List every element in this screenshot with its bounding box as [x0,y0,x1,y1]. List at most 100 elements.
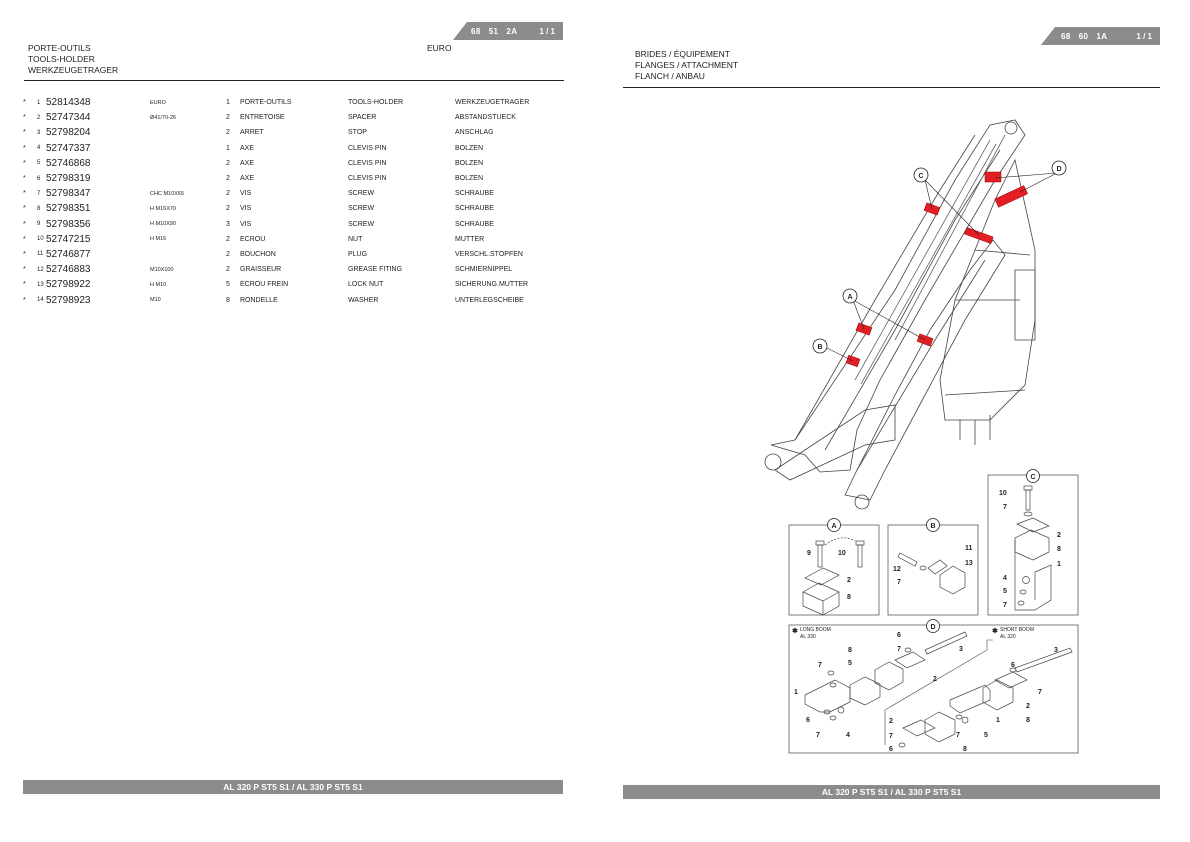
part-number: 2 [847,577,851,584]
part-en-cell: SPACER [348,114,377,122]
part-idx-cell: 12 [37,266,44,273]
code-part: 68 [1061,31,1071,41]
long-boom-title: LONG BOOM [800,627,831,633]
part-number: 10 [999,490,1007,497]
part-qty-cell: 2 [226,175,230,183]
part-spec-cell: H M16 [150,236,167,243]
part-fr-cell: GRAISSEUR [240,266,282,274]
asterisk-icon: * [23,281,26,289]
part-number: 1 [794,689,798,696]
detail-b: B 11 13 12 7 [887,518,979,616]
code-part: 2A [506,26,518,36]
part-fr-cell: BOUCHON [240,250,276,258]
part-number: 7 [897,579,901,586]
part-spec-cell: H M10 [150,281,167,288]
part-number: 4 [1003,575,1007,582]
callout-c: C [913,167,929,183]
part-qty-cell: 2 [226,129,230,137]
asterisk-icon: * [23,220,26,228]
part-ref-cell: 52798356 [46,218,91,230]
part-spec-cell: Ø41/70-26 [150,114,176,121]
asterisk-icon: ✱ [992,627,998,635]
callout-label: A [831,523,836,530]
part-number: 10 [838,550,846,557]
part-fr-cell: VIS [240,220,252,228]
part-number: 7 [956,732,960,739]
part-en-cell: WASHER [348,296,379,304]
callout-d: D [1051,160,1067,176]
part-idx-cell: 10 [37,236,44,243]
part-de-cell: ABSTANDSTUECK [455,114,516,122]
part-ref-cell: 52747215 [46,233,91,245]
part-number: 2 [1057,532,1061,539]
part-qty-cell: 2 [226,250,230,258]
part-number: 2 [933,676,937,683]
part-idx-cell: 7 [37,190,41,197]
part-de-cell: ANSCHLAG [455,129,494,137]
part-fr-cell: AXE [240,175,255,183]
part-en-cell: NUT [348,235,363,243]
part-en-cell: STOP [348,129,367,137]
callout-label: C [918,173,923,180]
callout-label: C [1030,474,1035,481]
detail-c: C 10 7 2 8 1 4 5 7 [987,469,1079,616]
part-number: 7 [1003,504,1007,511]
part-en-cell: GREASE FITING [348,266,403,274]
page-number: 1 / 1 [1136,31,1152,41]
part-idx-cell: 1 [37,99,41,106]
part-fr-cell: VIS [240,205,252,213]
part-de-cell: SCHMIERNIPPEL [455,266,513,274]
callout-label: B [930,523,935,530]
part-number: 6 [897,632,901,639]
part-en-cell: CLEVIS PIN [348,144,387,152]
callout-label: D [930,624,935,631]
part-en-cell: SCREW [348,205,375,213]
part-fr-cell: ECROU [240,235,266,243]
part-idx-cell: 5 [37,160,41,167]
boom-illustration [764,119,1036,510]
part-de-cell: SICHERUNG.MUTTER [455,281,529,289]
code-part: 60 [1078,31,1089,41]
asterisk-icon: * [23,205,26,213]
part-number: 12 [893,566,901,573]
part-idx-cell: 6 [37,175,41,182]
part-number: 7 [1003,602,1007,609]
section-title: PORTE-OUTILS TOOLS-HOLDER WERKZEUGETRAGE… [28,43,118,76]
asterisk-icon: * [23,144,26,152]
part-number: 8 [963,746,967,753]
part-number: 13 [965,560,973,567]
part-spec-cell [150,247,226,262]
part-number: 3 [1054,647,1058,654]
variant-label: EURO [427,43,452,53]
section-title: BRIDES / ÉQUIPEMENT FLANGES / ATTACHMENT… [635,49,738,82]
header-divider [24,80,564,81]
part-number: 2 [1026,703,1030,710]
part-qty-cell: 2 [226,266,230,274]
asterisk-icon: * [23,266,26,274]
part-qty-cell: 2 [226,205,230,213]
part-qty-cell: 1 [226,99,230,107]
exploded-diagram: C D A B A 9 10 [764,119,1079,754]
part-number: 9 [807,550,811,557]
part-spec-cell: M10 [150,297,161,304]
part-spec-cell [150,141,226,156]
part-en-cell: LOCK NUT [348,281,384,289]
part-number: 4 [846,732,850,739]
part-fr-cell: ARRET [240,129,264,137]
title-fr: BRIDES / ÉQUIPEMENT [635,49,730,59]
part-ref-cell: 52746877 [46,248,91,260]
part-de-cell: WERKZEUGETRAGER [455,99,530,107]
part-fr-cell: ENTRETOISE [240,114,285,122]
short-boom-title: SHORT BOOM [1000,627,1034,633]
part-idx-cell: 4 [37,145,41,152]
callout-b: B [812,338,828,354]
part-en-cell: TOOLS-HOLDER [348,99,404,107]
